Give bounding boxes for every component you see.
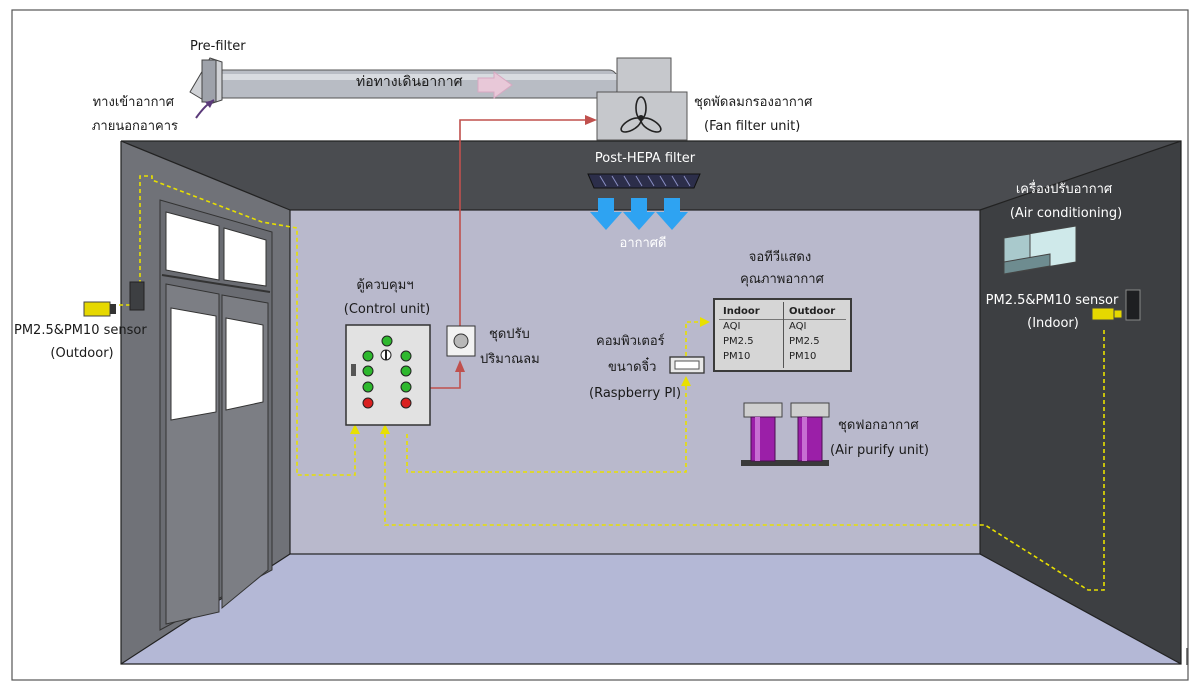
post-hepa-label: Post-HEPA filter	[594, 151, 696, 166]
indoor-row: AQI	[723, 321, 741, 332]
display-label-line1: จอทีวีแสดง	[748, 250, 812, 265]
fan-filter-label-en: (Fan filter unit)	[704, 119, 801, 134]
outdoor-header: Outdoor	[789, 306, 836, 317]
signal-line-computer-to-display	[685, 321, 698, 356]
power-arrowhead-damper	[455, 360, 465, 372]
airflow-arrow-2	[623, 198, 655, 230]
outdoor-sensor-label-line1: PM2.5&PM10 sensor	[14, 323, 147, 338]
outdoor-inlet-label-line1: ทางเข้าอากาศ	[92, 95, 174, 110]
stop-light	[400, 397, 412, 409]
room-back-wall	[290, 210, 980, 554]
power-arrowhead-fan	[585, 115, 597, 125]
indicator-light	[400, 350, 412, 362]
pre-filter-label: Pre-filter	[190, 39, 246, 54]
clean-air-label: อากาศดี	[619, 236, 667, 251]
fan-filter-label-th: ชุดพัดลมกรองอากาศ	[694, 95, 813, 110]
indicator-light	[381, 335, 393, 347]
indoor-row: PM10	[723, 351, 751, 362]
air-duct-label: ท่อทางเดินอากาศ	[356, 74, 463, 90]
door	[159, 199, 273, 631]
purifier-label-th: ชุดฟอกอากาศ	[838, 418, 919, 433]
outdoor-sensor-label-line2: (Outdoor)	[50, 346, 114, 361]
signal-line-indoor-sensor	[384, 330, 1105, 591]
indicator-light	[362, 350, 374, 362]
indoor-sensor-label-line2: (Indoor)	[1027, 316, 1079, 331]
computer-label-line2: ขนาดจิ๋ว	[608, 360, 657, 375]
indoor-column: Indoor AQI PM2.5 PM10	[723, 304, 760, 364]
control-unit-label-en: (Control unit)	[343, 302, 431, 317]
outdoor-column: Outdoor AQI PM2.5 PM10	[789, 304, 835, 364]
air-volume-damper	[446, 325, 476, 357]
indicator-light	[362, 365, 374, 377]
fan-filter-unit	[596, 57, 688, 141]
control-unit	[345, 324, 431, 426]
indicator-light	[400, 381, 412, 393]
post-hepa-filter	[587, 173, 701, 189]
power-line-damper-to-fan	[459, 119, 586, 326]
duct-flow-arrow	[477, 71, 513, 99]
computer-label-line1: คอมพิวเตอร์	[596, 334, 665, 349]
air-quality-display: Indoor AQI PM2.5 PM10 Outdoor AQI PM2.5 …	[713, 298, 852, 372]
outdoor-inlet-pointer-head	[205, 100, 214, 108]
control-unit-label-th: ตู้ควบคุมฯ	[356, 278, 414, 293]
display-header-rule	[719, 319, 846, 320]
aircon-label-th: เครื่องปรับอากาศ	[1015, 182, 1113, 197]
indicator-light	[362, 381, 374, 393]
fan-icon	[620, 96, 662, 133]
signal-line-control-to-computer	[406, 384, 687, 473]
outdoor-row: PM10	[789, 351, 817, 362]
display-column-divider	[783, 302, 784, 368]
outdoor-row: PM2.5	[789, 336, 820, 347]
signal-arrowhead-1	[350, 424, 360, 434]
purifier-label-en: (Air purify unit)	[830, 443, 929, 458]
signal-line-outdoor-sensor	[112, 175, 356, 476]
air-purify-unit	[741, 402, 830, 466]
aircon-label-en: (Air conditioning)	[1009, 206, 1123, 221]
indoor-sensor	[1091, 289, 1141, 321]
computer-label-en: (Raspberry PI)	[589, 386, 682, 401]
figure-border	[11, 9, 1189, 681]
stop-light	[362, 397, 374, 409]
outdoor-inlet-label-line2: ภายนอกอาคาร	[91, 119, 178, 134]
raspberry-pi-computer	[669, 356, 705, 374]
room-floor	[121, 554, 1181, 664]
signal-arrowhead-3	[681, 376, 691, 386]
indicator-light	[400, 365, 412, 377]
airflow-arrow-1	[590, 198, 622, 230]
signal-arrowhead-4	[700, 317, 710, 327]
outdoor-sensor	[83, 281, 145, 317]
airflow-arrow-3	[656, 198, 688, 230]
clean-airflow-arrows	[590, 198, 688, 230]
signal-arrowhead-2	[380, 424, 390, 434]
indoor-header: Indoor	[723, 306, 760, 317]
damper-label-line2: ปริมาณลม	[480, 352, 540, 367]
room-right-wall	[980, 141, 1181, 664]
damper-label-line1: ชุดปรับ	[489, 327, 530, 342]
indoor-sensor-label-line1: PM2.5&PM10 sensor	[985, 293, 1119, 308]
outdoor-row: AQI	[789, 321, 807, 332]
indoor-row: PM2.5	[723, 336, 754, 347]
power-line-control-to-damper	[430, 372, 461, 389]
air-conditioner	[1003, 225, 1077, 275]
display-label-line2: คุณภาพอากาศ	[740, 272, 824, 287]
